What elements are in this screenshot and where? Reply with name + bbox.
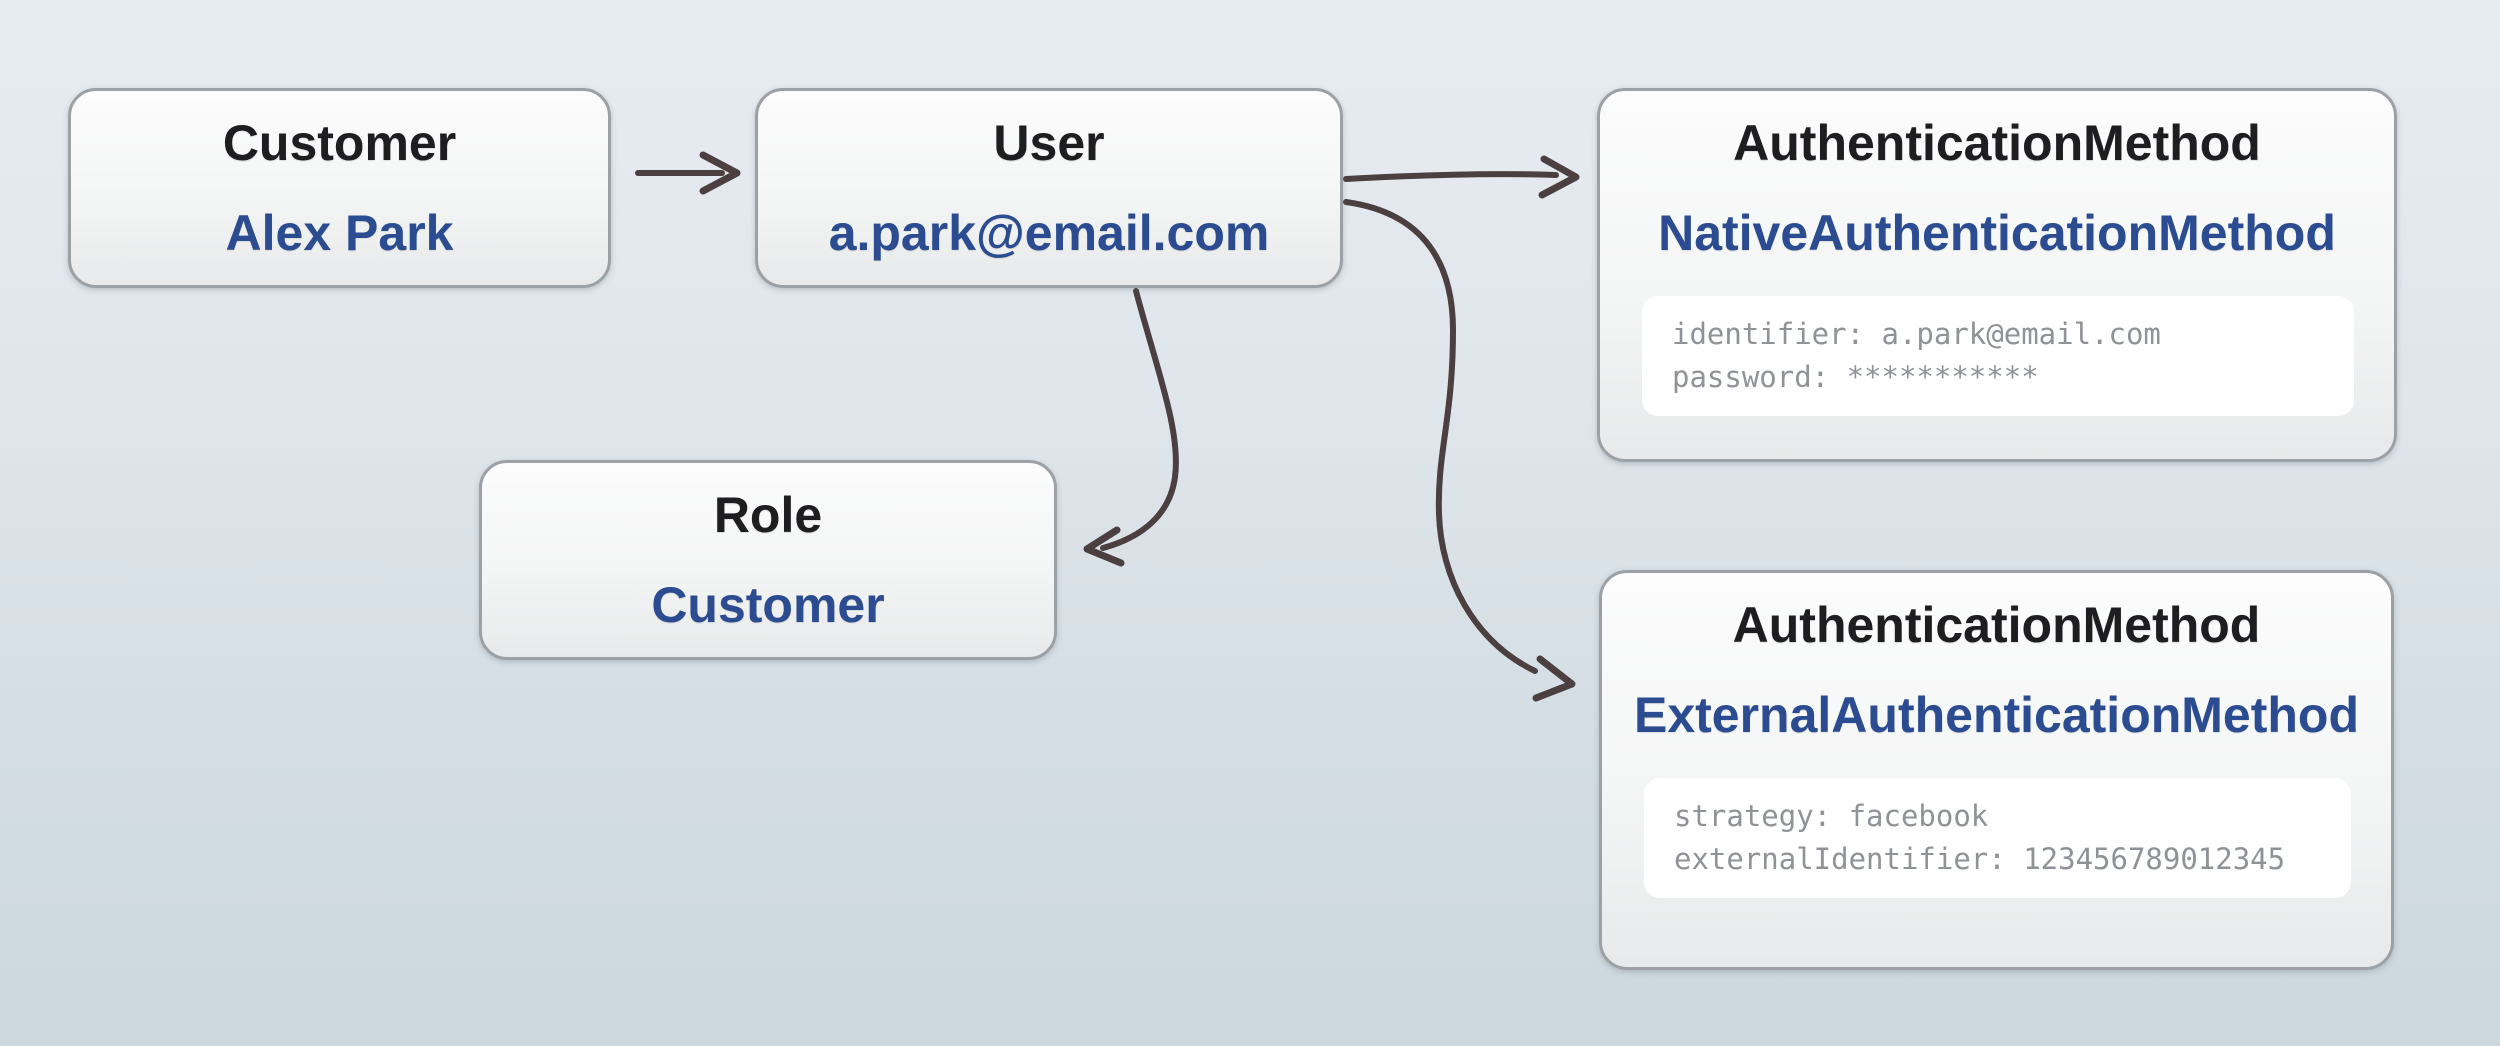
attribute-external-identifier: externalIdentifier: 123456789012345 <box>1674 842 2286 876</box>
arrowhead-user-to-role <box>1083 526 1125 567</box>
arrowhead-user-to-native-auth <box>1538 155 1580 199</box>
node-external-authentication-method: AuthenticationMethod ExternalAuthenticat… <box>1599 570 2394 970</box>
node-type-label: Customer <box>222 115 457 171</box>
attribute-password: password: *********** <box>1672 360 2039 394</box>
edge-user-to-native-auth <box>1343 171 1559 182</box>
attribute-strategy: strategy: facebook <box>1674 799 1989 833</box>
arrowhead-user-to-external-auth <box>1532 655 1576 702</box>
node-value-label: a.park@email.com <box>828 205 1270 261</box>
node-value-label: Alex Park <box>225 205 454 261</box>
edge-user-to-role <box>1100 288 1179 551</box>
node-type-label: AuthenticationMethod <box>1732 597 2261 653</box>
attributes-panel: identifier: a.park@email.com password: *… <box>1642 296 2354 416</box>
node-value-label: ExternalAuthenticationMethod <box>1633 687 2360 743</box>
node-native-authentication-method: AuthenticationMethod NativeAuthenticatio… <box>1597 88 2397 462</box>
edge-user-to-external-auth <box>1343 199 1538 674</box>
node-value-label: NativeAuthenticationMethod <box>1658 205 2336 261</box>
attribute-identifier: identifier: a.park@email.com <box>1672 317 2161 351</box>
node-type-label: AuthenticationMethod <box>1733 115 2261 171</box>
node-user: User a.park@email.com <box>755 88 1343 288</box>
node-value-label: Customer <box>651 577 885 633</box>
node-role: Role Customer <box>479 460 1057 660</box>
node-type-label: Role <box>713 487 823 543</box>
node-customer: Customer Alex Park <box>68 88 611 288</box>
node-type-label: User <box>993 115 1105 171</box>
attributes-panel: strategy: facebook externalIdentifier: 1… <box>1644 778 2351 898</box>
arrowhead-customer-to-user <box>699 151 741 195</box>
